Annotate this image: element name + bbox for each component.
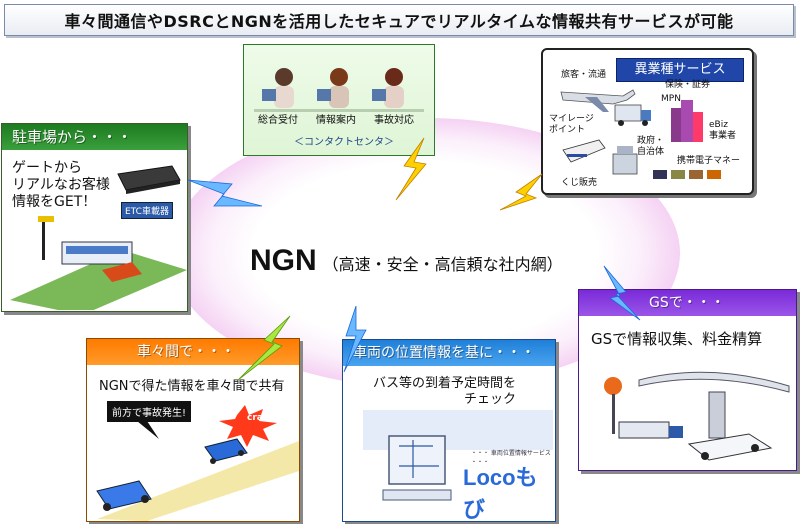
location-panel: 車両の位置情報を基に・・・ バス等の到着予定時間を チェック ・・・ 車両位置情… [342, 339, 556, 522]
operator-illustration [254, 68, 424, 112]
car-icon [687, 433, 773, 461]
gas-station-icon [604, 371, 790, 439]
parking-illustration [10, 165, 187, 310]
locomobi-logo: Locoもび [463, 465, 538, 522]
edy-card-icon [653, 170, 721, 179]
truck-icon [618, 421, 683, 439]
gov-building-icon [612, 146, 638, 175]
ngn-subtitle: （高速・安全・高信頼な社内網） [322, 255, 563, 274]
title-text: 車々間通信やDSRCとNGNを活用したセキュアでリアルタイムな情報共有サービスが… [64, 12, 734, 31]
contact-item-accident: 事故対応 [374, 115, 414, 126]
car-icon [96, 480, 152, 511]
partners-panel: 異業種サービス 旅客・流通 マイレー [541, 48, 754, 195]
gas-station-panel: GSで・・・ GSで情報収集、料金精算 [578, 289, 797, 471]
operator-icon [317, 68, 349, 108]
crash-label: crash ! [247, 413, 282, 423]
label-mpn: MPN [661, 94, 681, 104]
label-insurance: 保険・証券 [665, 80, 711, 90]
parking-panel: 駐車場から・・・ ゲートから リアルなお客様 情報をGET！ ETC車載器 [1, 123, 188, 312]
label-emoney: 携帯電子マネー [677, 156, 741, 166]
operator-icon [372, 68, 404, 108]
location-header: 車両の位置情報を基に・・・ [343, 340, 555, 366]
etc-device-label: ETC車載器 [121, 202, 173, 219]
crash-burst-icon [219, 405, 277, 447]
car-icon [204, 438, 248, 464]
vehicles-text: NGNで得た情報を車々間で共有 [99, 379, 285, 394]
label-lottery: くじ販売 [561, 178, 598, 188]
gs-header: GSで・・・ [579, 290, 796, 316]
airplane-icon [560, 89, 636, 112]
train-icon [562, 139, 606, 163]
label-ebiz: eBiz 事業者 [709, 120, 737, 141]
partners-header: 異業種サービス [616, 58, 744, 82]
vehicles-illustration [96, 405, 299, 521]
building-icon [671, 100, 703, 142]
label-mileage: マイレージ ポイント [549, 114, 594, 135]
location-illustration [363, 410, 553, 501]
contact-center-panel: 総合受付 情報案内 事故対応 ＜コンタクトセンタ＞ [243, 44, 435, 156]
parking-header: 駐車場から・・・ [2, 124, 187, 150]
ngn-label: NGN [250, 244, 317, 277]
contact-item-reception: 総合受付 [258, 115, 298, 126]
contact-item-info: 情報案内 [316, 115, 356, 126]
operator-icon [262, 68, 294, 108]
monitor-icon [382, 435, 452, 501]
label-gov: 政府・ 自治体 [637, 136, 665, 157]
etc-device-icon [117, 165, 181, 194]
ngn-center-label: NGN （高速・安全・高信頼な社内網） [250, 244, 620, 284]
label-travel: 旅客・流通 [561, 70, 607, 80]
parking-text: ゲートから リアルなお客様 情報をGET！ [12, 160, 110, 210]
gs-illustration [604, 371, 790, 461]
partners-illustration [560, 89, 721, 179]
vehicle-to-vehicle-panel: 車々間で・・・ NGNで得た情報を車々間で共有 前方で事故発生! crash ! [86, 338, 300, 522]
contact-center-caption: ＜コンタクトセンタ＞ [294, 137, 394, 148]
vehicles-header: 車々間で・・・ [87, 339, 299, 365]
location-text: バス等の到着予定時間を チェック [373, 376, 517, 407]
accident-callout: 前方で事故発生! [107, 401, 192, 422]
truck-icon [614, 104, 651, 126]
location-service-caption: ・・・ 車両位置情報サービス ・・・ [471, 450, 551, 466]
gs-text: GSで情報収集、料金精算 [591, 330, 763, 348]
parking-lot [10, 216, 187, 310]
page-title: 車々間通信やDSRCとNGNを活用したセキュアでリアルタイムな情報共有サービスが… [4, 4, 794, 36]
